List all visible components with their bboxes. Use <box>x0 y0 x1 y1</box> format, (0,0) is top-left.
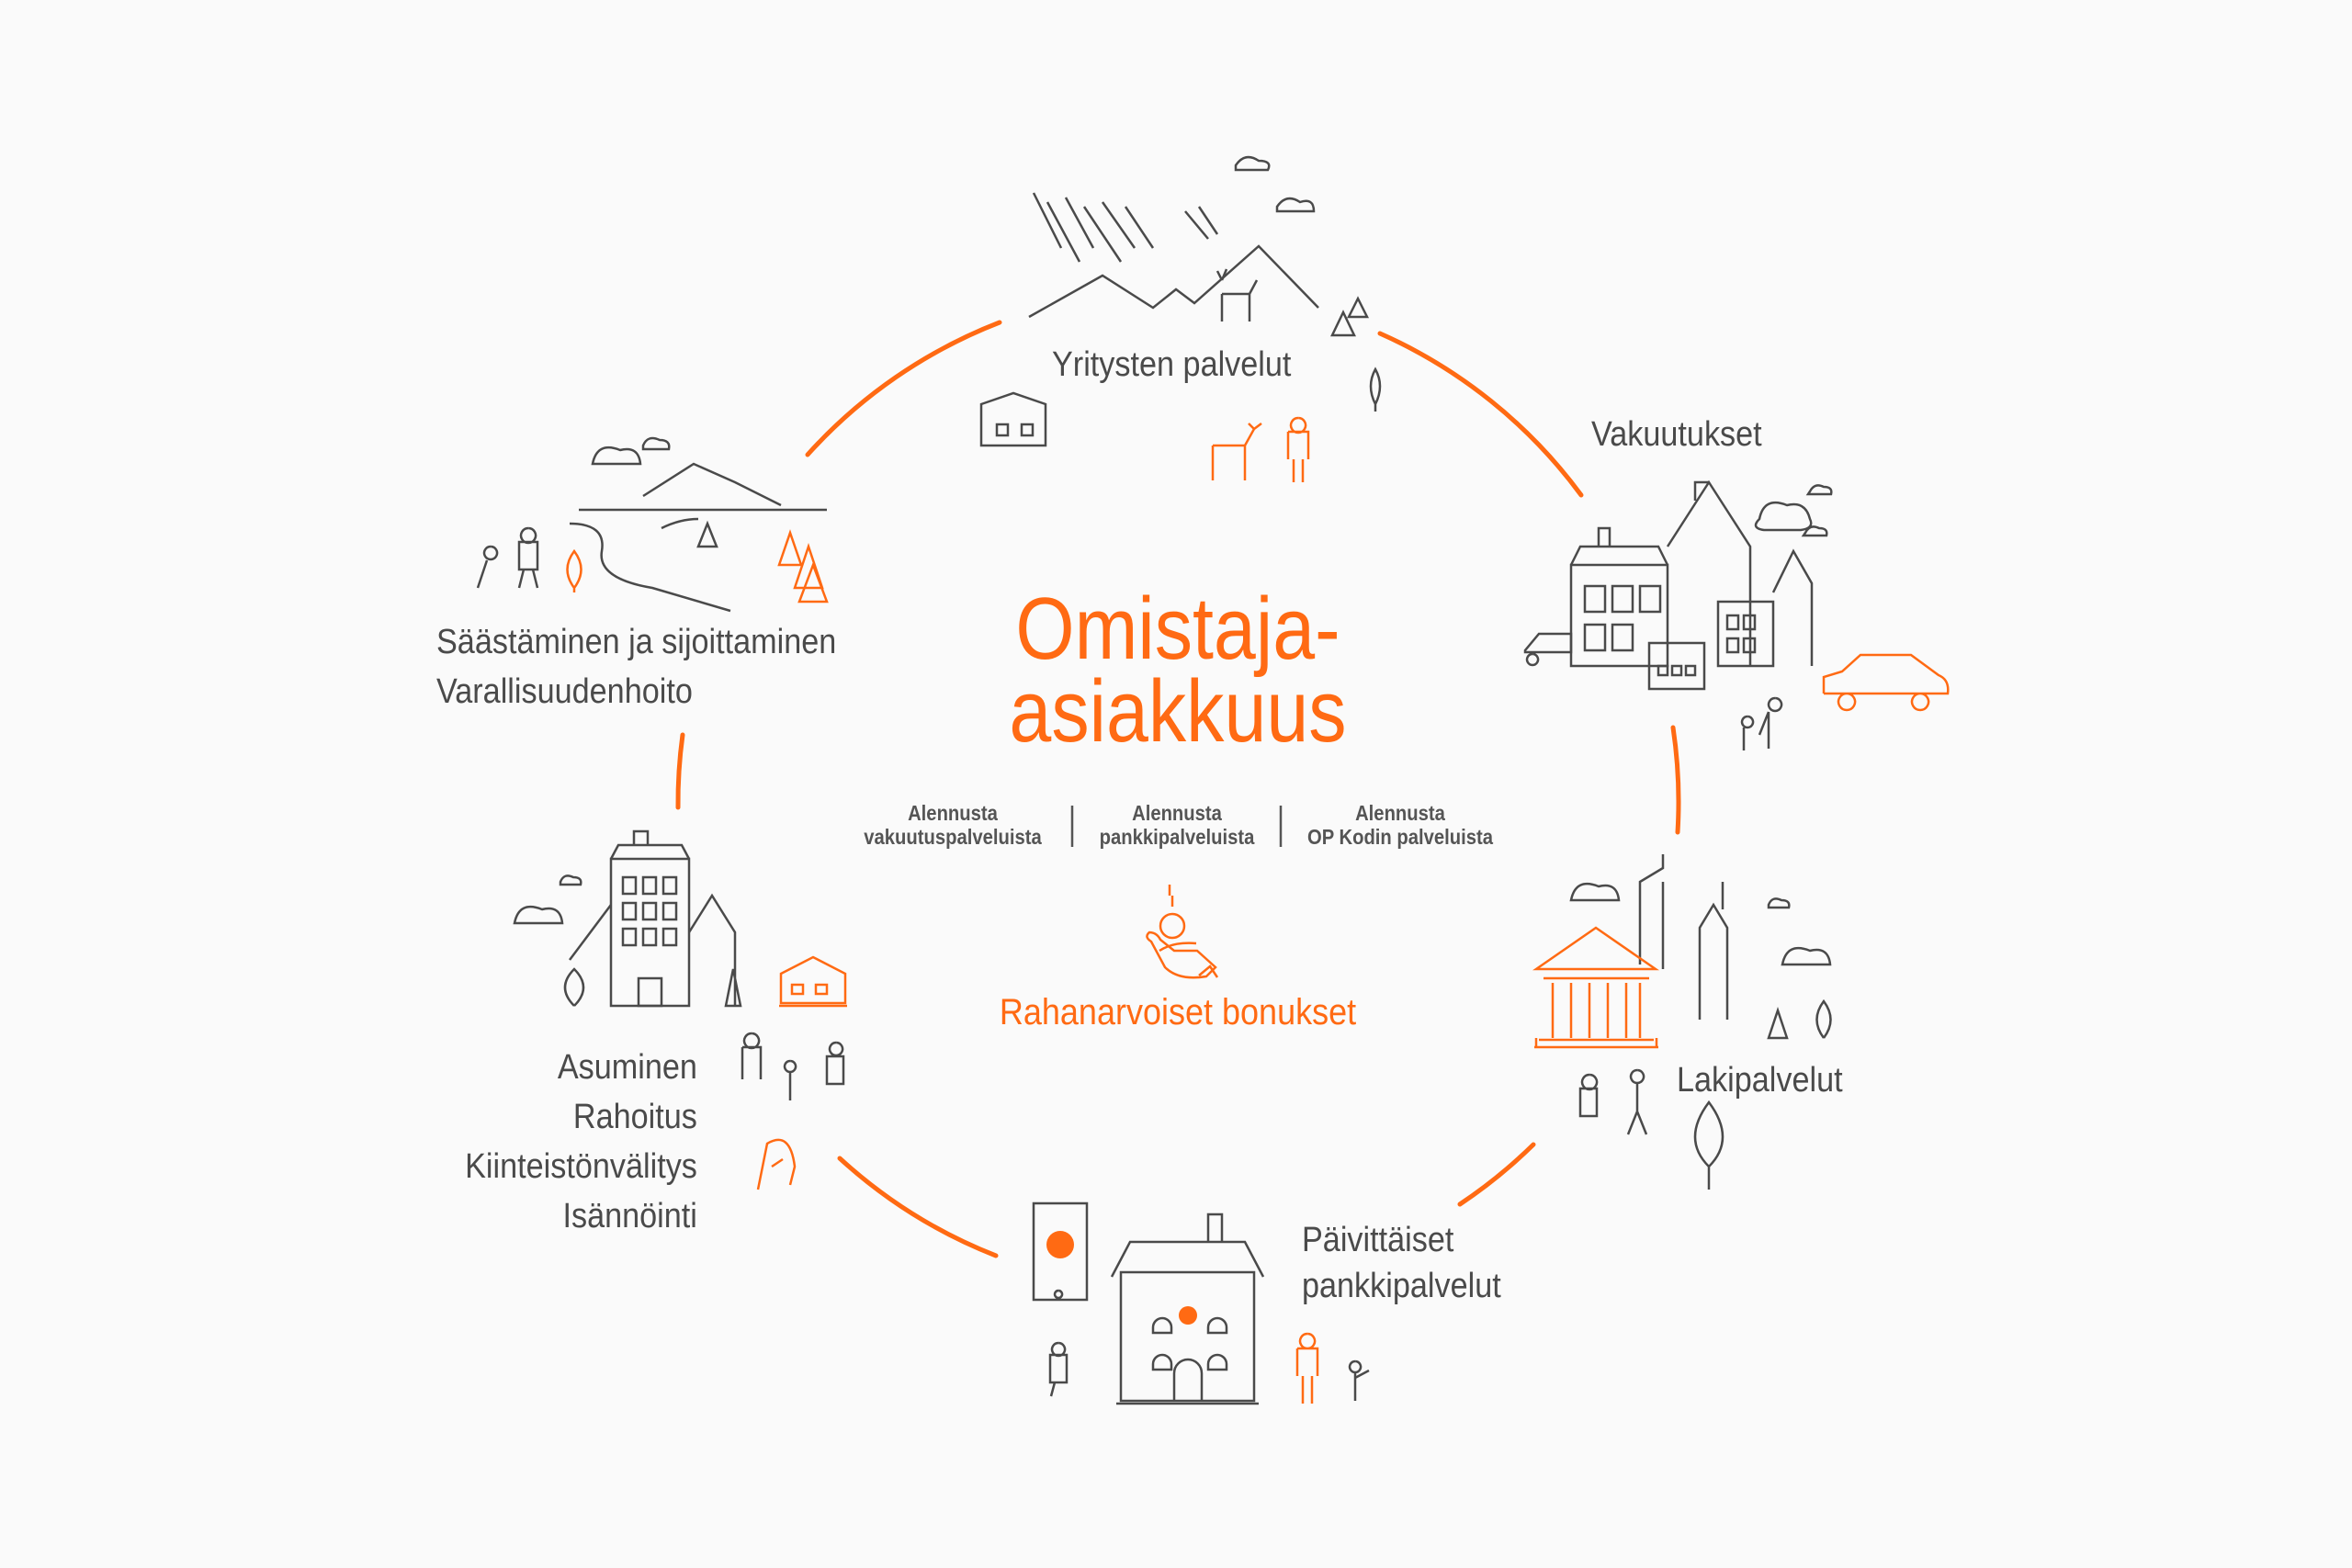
bonus-label: Rahanarvoiset bonukset <box>999 992 1357 1032</box>
segment-business: Yritysten palvelut <box>1052 345 1292 384</box>
discount-label: vakuutuspalveluista <box>864 825 1042 849</box>
car-icon <box>1523 632 1573 667</box>
car-icon <box>1822 653 1950 712</box>
discount-label: Alennusta <box>1132 801 1222 825</box>
tree-icon <box>566 548 582 592</box>
segment-label: Asuminen <box>557 1048 697 1087</box>
tree-icon <box>696 520 718 548</box>
segment-banking: Päivittäiset pankkipalvelut <box>1302 1217 1501 1309</box>
branch-illustration <box>1032 1201 1370 1405</box>
sign-icon <box>756 1138 797 1190</box>
people-icon <box>741 1032 845 1100</box>
segment-label: Säästäminen ja sijoittaminen <box>436 623 837 661</box>
people-icon <box>476 526 539 589</box>
cloud-icon <box>1569 882 1832 966</box>
child-icon <box>1348 1359 1370 1401</box>
title-line-1: Omistaja- <box>1015 580 1340 678</box>
town-illustration <box>1523 479 1833 750</box>
segment-insurance: Vakuutukset <box>1591 415 1762 454</box>
discount-dividers <box>1070 806 1283 847</box>
apartment-illustration <box>513 829 845 1100</box>
tree-icon <box>1693 998 1832 1190</box>
house-icon <box>779 955 847 1008</box>
arc-segment <box>1457 1142 1536 1207</box>
legal-illustration <box>1569 854 1832 1190</box>
segment-saving: Säästäminen ja sijoittaminen Varallisuud… <box>436 617 836 716</box>
segment-label: Rahoitus <box>573 1098 697 1136</box>
discount-label: Alennusta <box>908 801 998 825</box>
cycle-arcs <box>675 320 1681 1258</box>
discount-op-koti: Alennusta OP Kodin palveluista <box>1307 801 1493 849</box>
hand-euro-icon <box>1146 885 1219 979</box>
segment-label: Varallisuudenhoito <box>436 672 693 711</box>
trees-icon <box>777 529 829 604</box>
deer-icon <box>1211 423 1262 480</box>
segment-label: pankkipalvelut <box>1302 1267 1501 1305</box>
discount-label: OP Kodin palveluista <box>1306 825 1494 849</box>
tree-icon <box>1330 296 1382 412</box>
op-logo-icon <box>1046 1231 1074 1258</box>
segment-label: Päivittäiset <box>1302 1221 1454 1259</box>
arc-segment <box>805 320 1002 457</box>
lake-illustration <box>476 436 827 613</box>
discount-banking: Alennusta pankkipalveluista <box>1100 801 1255 849</box>
people-icon <box>1578 1068 1648 1135</box>
cloud-icon <box>513 874 582 925</box>
segment-housing: Asuminen Rahoitus Kiinteistönvälitys Isä… <box>465 1043 697 1241</box>
cloud-icon <box>1754 484 1833 537</box>
discount-label: pankkipalveluista <box>1099 825 1255 849</box>
arc-segment <box>1377 331 1584 498</box>
arc-segment <box>837 1156 999 1258</box>
arc-segment <box>1670 725 1681 835</box>
deer-icon <box>1216 268 1259 321</box>
segment-label: Isännöinti <box>562 1197 697 1235</box>
people-icon <box>1740 696 1783 750</box>
bank-icon <box>1532 926 1660 1049</box>
op-logo-icon <box>1179 1306 1197 1325</box>
discount-insurance: Alennusta vakuutuspalveluista <box>864 801 1041 849</box>
person-icon <box>1295 1332 1319 1404</box>
person-icon <box>1048 1341 1069 1397</box>
cottage-icon <box>979 391 1047 447</box>
segment-legal: Lakipalvelut <box>1677 1061 1843 1100</box>
page-title: Omistaja- asiakkuus <box>1009 580 1347 761</box>
arc-segment <box>675 732 685 810</box>
cloud-icon <box>591 436 671 466</box>
mountains-illustration <box>979 155 1382 447</box>
title-line-2: asiakkuus <box>1009 662 1347 761</box>
segment-label: Kiinteistönvälitys <box>465 1147 697 1186</box>
person-icon <box>1286 416 1310 482</box>
discount-label: Alennusta <box>1355 801 1445 825</box>
